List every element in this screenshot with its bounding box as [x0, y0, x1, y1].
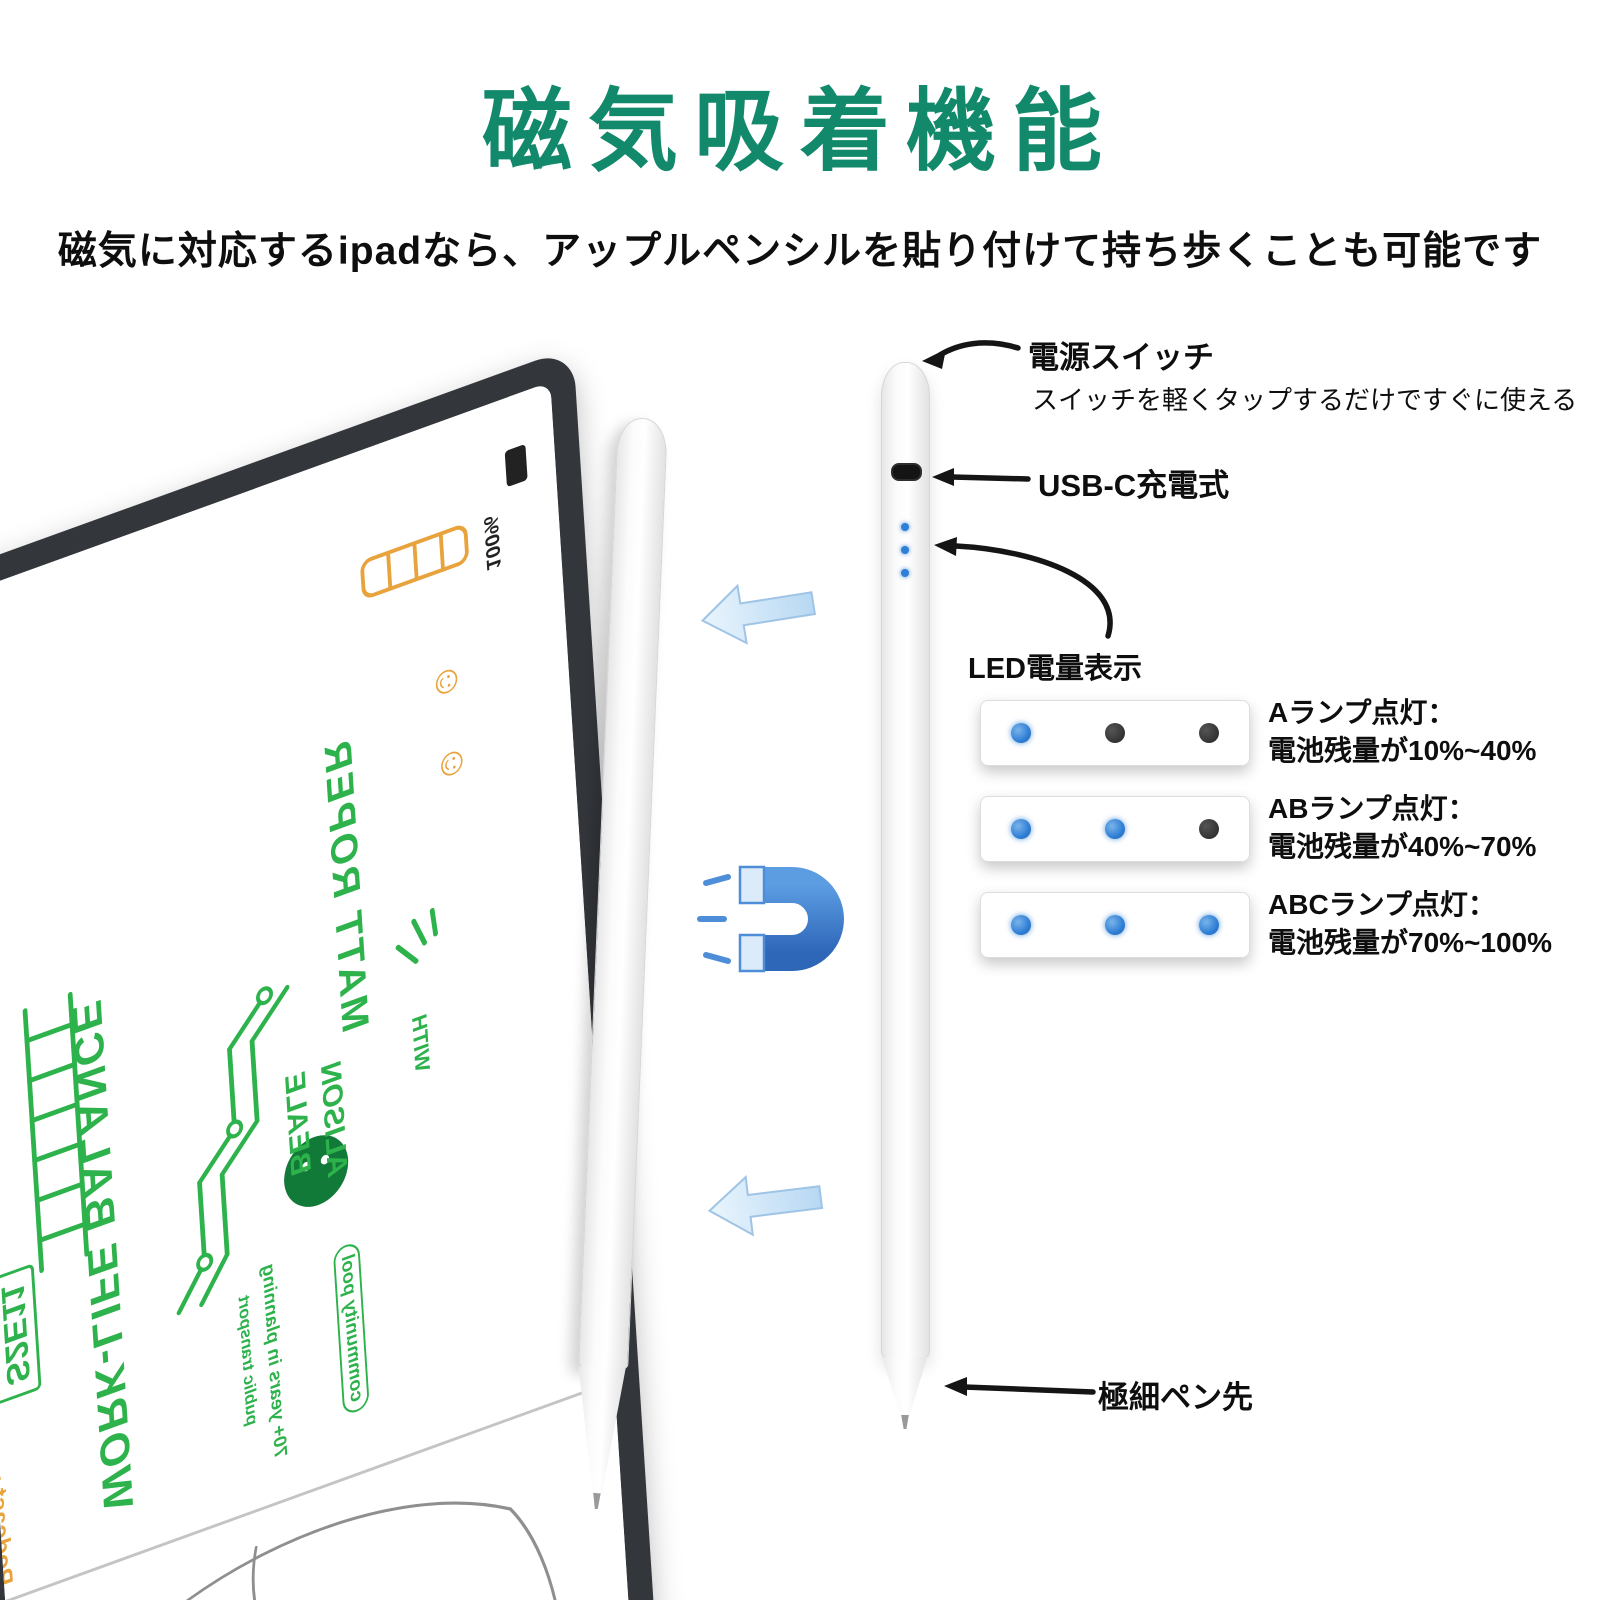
notes-doodles [22, 525, 469, 1316]
led-level-text: ABCランプ点灯： 電池残量が70%~100% [1268, 886, 1552, 962]
led-level-desc: 電池残量が40%~70% [1268, 831, 1537, 862]
ipad-screen: 100% ☺ ☺ MATT ROPER WITH ALISON BEALE WO… [0, 381, 663, 1600]
train-doodle [360, 525, 469, 598]
usbc-label: USB-C充電式 [1038, 468, 1230, 503]
led-dot [1199, 819, 1219, 839]
led-level-row: ABランプ点灯： 電池残量が40%~70% [980, 793, 1600, 862]
led-indicator-bar [980, 892, 1250, 958]
led-b-icon [901, 546, 909, 554]
led-dot [1105, 915, 1125, 935]
led-a-icon [901, 523, 909, 531]
led-indicator-label: LED電量表示 [968, 653, 1143, 685]
stylus-tip [591, 1493, 602, 1509]
led-level-text: ABランプ点灯： 電池残量が40%~70% [1268, 790, 1536, 866]
usb-c-port [891, 463, 922, 481]
tip-arrow-icon [961, 1384, 1096, 1395]
mascot-doodle [284, 1135, 349, 1207]
led-level-row: Aランプ点灯： 電池残量が10%~40% [980, 697, 1600, 766]
usbc-arrow-icon [949, 474, 1031, 482]
led-arrow-icon [953, 543, 1113, 639]
stylus-pen [881, 362, 930, 1442]
led-level-desc: 電池残量が70%~100% [1268, 927, 1553, 958]
magnet-icon [697, 865, 844, 973]
led-dot [1011, 915, 1031, 935]
note-with: WITH [407, 1010, 435, 1076]
battery-icon [504, 443, 528, 488]
power-arrow-icon [937, 340, 1021, 358]
led-level-text: Aランプ点灯： 電池残量が10%~40% [1268, 694, 1536, 770]
led-dot [1011, 819, 1031, 839]
led-indicator-bar [980, 796, 1250, 862]
attract-arrow-bottom-icon [707, 1175, 824, 1237]
notes-screenshot: 100% ☺ ☺ MATT ROPER WITH ALISON BEALE WO… [0, 381, 615, 1600]
led-dot [1011, 723, 1031, 743]
led-level-row: ABCランプ点灯： 電池残量が70%~100% [980, 889, 1600, 958]
led-level-title: ABCランプ点灯： [1268, 889, 1496, 920]
anime-sketch [65, 1501, 568, 1600]
power-switch-label: 電源スイッチ [1028, 340, 1214, 375]
stylus-cone [881, 1357, 928, 1418]
stylus-cone [573, 1366, 626, 1498]
power-switch-description: スイッチを軽くタップするだけですぐに使える [1032, 385, 1578, 415]
led-dot [1105, 723, 1125, 743]
led-level-title: Aランプ点灯： [1268, 697, 1456, 728]
led-indicator-bar [980, 700, 1250, 766]
page-title: 磁気吸着機能 [482, 82, 1118, 182]
led-level-title: ABランプ点灯： [1268, 793, 1476, 824]
sketch-screenshot [5, 1379, 663, 1600]
led-dot [1105, 819, 1125, 839]
led-dot [1199, 723, 1219, 743]
led-dot [1199, 915, 1219, 935]
pen-tip-label: 極細ペン先 [1098, 1380, 1253, 1415]
stylus-body [881, 362, 930, 1359]
page-subtitle: 磁気に対応するipadなら、アップルペンシルを貼り付けて持ち歩くことも可能です [57, 230, 1543, 273]
note-host-last: BEALE [278, 1067, 317, 1181]
stylus-tip [901, 1415, 909, 1429]
ipad-tablet: 100% ☺ ☺ MATT ROPER WITH ALISON BEALE WO… [0, 347, 689, 1600]
led-c-icon [901, 569, 909, 577]
attract-arrow-top-icon [700, 583, 817, 645]
battery-percent: 100% [479, 512, 505, 574]
led-level-desc: 電池残量が10%~40% [1268, 735, 1537, 766]
